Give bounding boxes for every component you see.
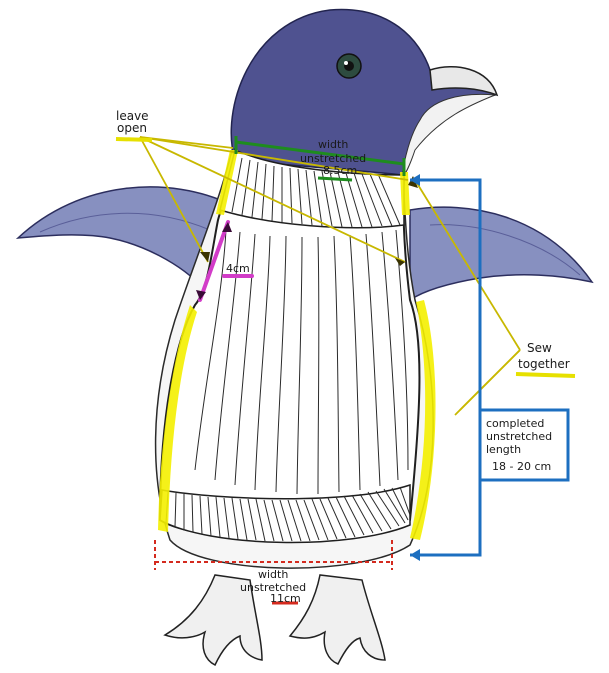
right-wing <box>410 207 592 300</box>
base-width-line1: width <box>258 568 288 581</box>
armhole-label: 4cm <box>226 262 250 275</box>
sew-together-label: Sew together <box>518 341 570 371</box>
penguin-head <box>231 10 495 175</box>
length-line4: 18 - 20 cm <box>492 460 551 473</box>
neck-width-line1: width <box>318 138 348 151</box>
length-line1: completed <box>486 417 544 430</box>
length-line3: length <box>486 443 521 456</box>
leave-open-label: leave open <box>116 109 149 135</box>
sew-together-line1: Sew <box>527 341 552 355</box>
sew-together-line2: together <box>518 357 570 371</box>
length-label: completed unstretched length 18 - 20 cm <box>486 417 552 473</box>
neck-width-line3: 8.5cm <box>323 164 357 177</box>
base-width-line3: 11cm <box>270 592 301 605</box>
leave-open-line2: open <box>117 121 147 135</box>
length-line2: unstretched <box>486 430 552 443</box>
